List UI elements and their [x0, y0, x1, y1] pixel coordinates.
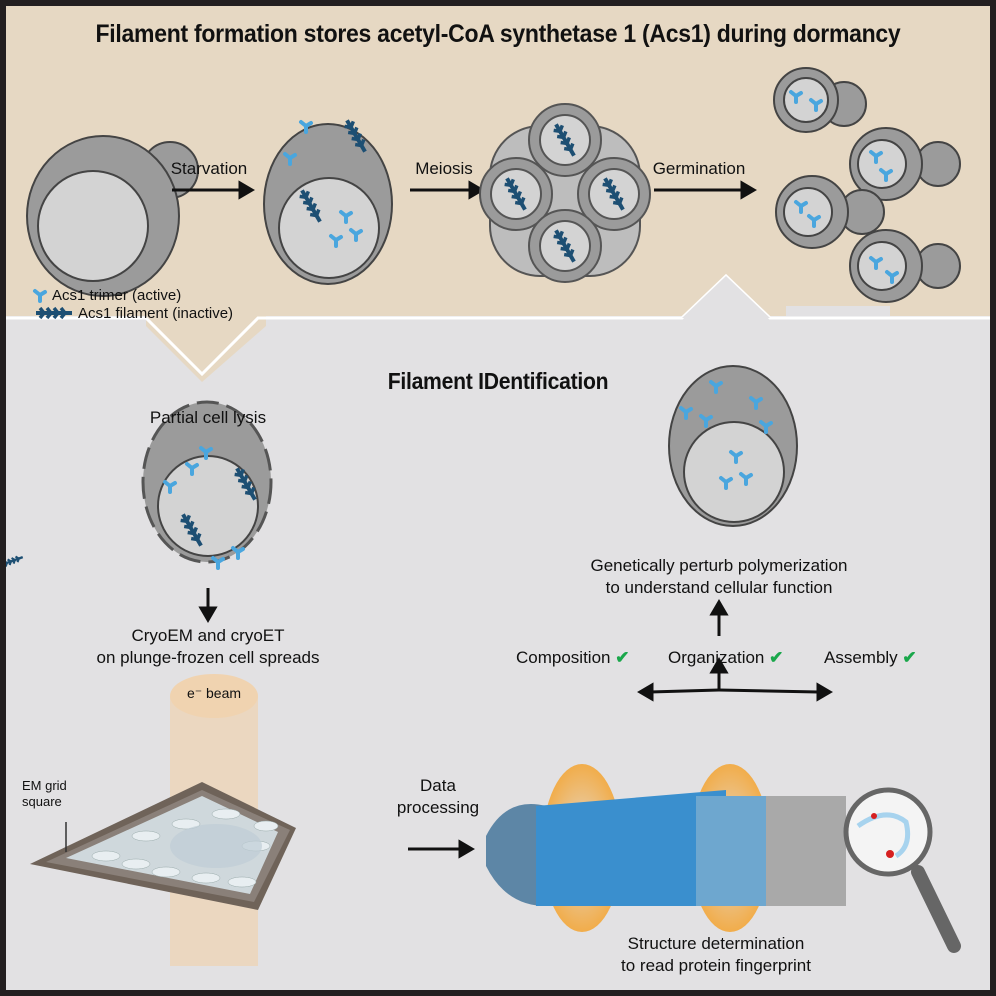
- budding-cell: [26, 135, 199, 297]
- step-starvation: Starvation: [170, 159, 248, 178]
- lysis-label: Partial cell lysis: [149, 408, 267, 427]
- grid-label-line2: square: [22, 794, 62, 809]
- panel-divider: [6, 273, 990, 377]
- em-grid: [6, 553, 296, 966]
- structure-label-line2: to read protein fingerprint: [621, 956, 811, 975]
- processing-label-line2: processing: [396, 798, 480, 817]
- cryo-label-line1: CryoEM and cryoET: [131, 626, 285, 645]
- perturb-label-line2: to understand cellular function: [605, 578, 833, 597]
- graphical-abstract: Filament formation stores acetyl-CoA syn…: [6, 6, 990, 990]
- legend-trimer-label: Acs1 trimer (active): [52, 287, 182, 304]
- beam-label: e⁻ beam: [186, 685, 242, 701]
- grid-label-line1: EM grid: [22, 778, 67, 793]
- legend-filament-label: Acs1 filament (inactive): [78, 305, 234, 322]
- check-icon: ✔: [769, 648, 784, 667]
- bottom-panel-title: Filament IDentification: [387, 368, 609, 394]
- germinated-cells: [773, 67, 961, 303]
- protein-structure: [486, 764, 961, 953]
- processing-label-line1: Data: [420, 776, 456, 795]
- cryo-label-line2: on plunge-frozen cell spreads: [96, 648, 320, 667]
- step-meiosis: Meiosis: [415, 159, 473, 178]
- spore-tetrad: [479, 103, 651, 283]
- starved-cell: [263, 115, 393, 285]
- diagram-artwork: [6, 6, 990, 966]
- check-icon: ✔: [902, 648, 917, 667]
- outcome-composition: Composition ✔: [516, 648, 630, 667]
- check-icon: ✔: [615, 648, 630, 667]
- structure-label-line1: Structure determination: [627, 934, 805, 953]
- outcome-organization: Organization ✔: [668, 648, 784, 667]
- top-panel-title: Filament formation stores acetyl-CoA syn…: [95, 20, 901, 48]
- lysed-cell: [141, 400, 273, 570]
- perturb-label-line1: Genetically perturb polymerization: [590, 556, 848, 575]
- step-germination: Germination: [652, 159, 746, 178]
- outcome-assembly: Assembly ✔: [824, 648, 917, 667]
- mutant-cell: [668, 365, 798, 527]
